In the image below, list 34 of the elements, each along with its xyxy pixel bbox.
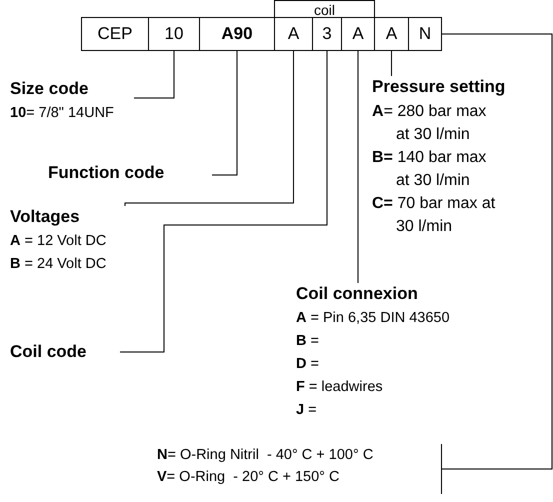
- code-box: A: [274, 17, 313, 51]
- code-box: 10: [148, 17, 200, 51]
- code-box: 3: [312, 17, 342, 51]
- leader-line: [134, 50, 174, 98]
- option-text: A= 280 bar max at 30 l/min: [372, 102, 488, 145]
- option-text: N= O-Ring Nitril - 40° C + 100° C: [157, 446, 374, 465]
- option-text: A = Pin 6,35 DIN 43650: [296, 309, 451, 328]
- code-box: CEP: [81, 17, 149, 51]
- option-text: F = leadwires: [296, 378, 384, 397]
- option-text: C= 70 bar max at 30 l/min: [372, 194, 496, 237]
- code-box: A90: [199, 17, 275, 51]
- code-box: N: [408, 17, 442, 51]
- option-text: V= O-Ring - 20° C + 150° C: [157, 468, 340, 487]
- leader-line: [391, 50, 392, 76]
- group-label-box: coil: [274, 0, 375, 18]
- leader-line: [442, 34, 552, 470]
- option-text: A = 12 Volt DC: [10, 232, 108, 251]
- heading: Function code: [48, 162, 166, 183]
- heading: Voltages: [10, 206, 81, 227]
- heading: Size code: [10, 78, 90, 99]
- leader-line: [212, 50, 238, 176]
- option-text: B = 24 Volt DC: [10, 255, 108, 274]
- heading: Coil code: [10, 341, 88, 362]
- leader-line: [120, 50, 328, 352]
- option-text: J =: [296, 401, 318, 420]
- heading: Coil connexion: [296, 283, 419, 304]
- leader-line: [124, 50, 294, 206]
- code-box: A: [341, 17, 375, 51]
- option-text: B =: [296, 332, 320, 351]
- code-box: A: [374, 17, 409, 51]
- option-text: 10= 7/8" 14UNF: [10, 104, 115, 123]
- option-text: B= 140 bar max at 30 l/min: [372, 148, 488, 191]
- option-text: D =: [296, 355, 320, 374]
- heading: Pressure setting: [372, 76, 506, 97]
